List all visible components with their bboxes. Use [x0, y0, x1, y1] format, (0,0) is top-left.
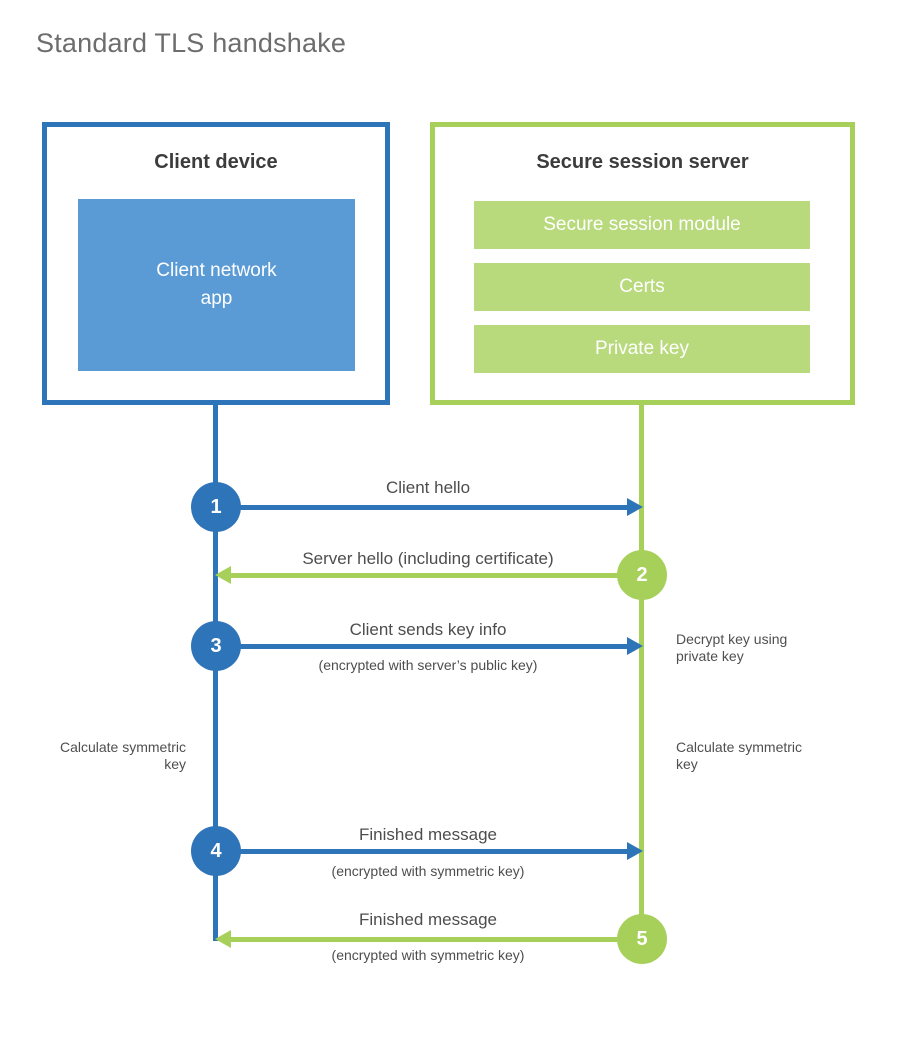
step4-arrow-line — [216, 849, 629, 854]
client-lifeline — [213, 405, 218, 941]
annotation-decrypt-key: Decrypt key using private key — [676, 631, 788, 665]
step3-arrow-line — [216, 644, 629, 649]
client-device-title: Client device — [154, 151, 278, 173]
step4-arrowhead-right-icon — [627, 842, 643, 860]
step3-label: Client sends key info — [349, 620, 507, 639]
annotation-calculate-symmetric-key-client: Calculate symmetric key — [59, 739, 186, 773]
step5-label: Finished message — [359, 910, 497, 929]
step5-arrow-line — [229, 937, 642, 942]
step1-arrowhead-right-icon — [627, 498, 643, 516]
step3-sublabel: (encrypted with server’s public key) — [318, 657, 538, 673]
step2-badge: 2 — [617, 550, 667, 600]
server-lifeline — [639, 405, 644, 939]
step4-sublabel: (encrypted with symmetric key) — [331, 863, 525, 879]
step3-arrowhead-right-icon — [627, 637, 643, 655]
step1-label: Client hello — [385, 478, 471, 497]
step3-badge: 3 — [191, 621, 241, 671]
client-device-box: Client device Client network app — [42, 122, 390, 405]
client-network-app-label: Client network app — [156, 259, 277, 310]
step1-badge: 1 — [191, 482, 241, 532]
step1-arrow-line — [216, 505, 629, 510]
step2-label: Server hello (including certificate) — [302, 549, 554, 568]
diagram-title: Standard TLS handshake — [36, 28, 347, 58]
server-module-private-key: Private key — [474, 325, 810, 373]
step2-arrow-line — [229, 573, 642, 578]
secure-session-server-box: Secure session server Secure session mod… — [430, 122, 855, 405]
step4-badge: 4 — [191, 826, 241, 876]
client-network-app-block: Client network app — [78, 199, 355, 371]
step5-arrowhead-left-icon — [215, 930, 231, 948]
step5-sublabel: (encrypted with symmetric key) — [331, 947, 525, 963]
step5-badge: 5 — [617, 914, 667, 964]
server-module-secure-session-module: Secure session module — [474, 201, 810, 249]
secure-session-server-title: Secure session server — [536, 151, 749, 173]
step2-arrowhead-left-icon — [215, 566, 231, 584]
annotation-calculate-symmetric-key-server: Calculate symmetric key — [676, 739, 803, 773]
server-module-certs: Certs — [474, 263, 810, 311]
step4-label: Finished message — [359, 825, 497, 844]
